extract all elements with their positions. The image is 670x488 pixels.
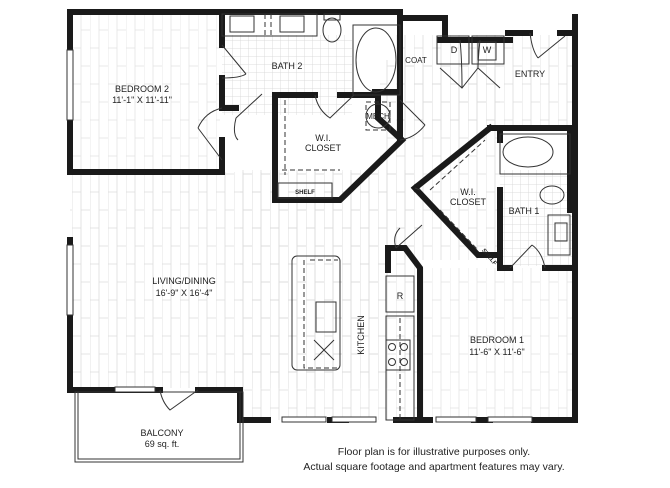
fixtures	[221, 13, 571, 421]
sink-icon	[229, 15, 255, 33]
water-heater-icon	[365, 103, 391, 129]
bedroom2-size: 11'-1" X 11'-11"	[112, 95, 172, 105]
refrigerator-label: R	[397, 291, 404, 301]
balcony	[74, 391, 244, 463]
wi-closet-2-label-1: W.I.	[315, 133, 331, 143]
mech-label: MECH	[366, 112, 390, 121]
balcony-label: BALCONY	[140, 428, 183, 438]
kitchen-label: KITCHEN	[356, 315, 366, 355]
bath2-label: BATH 2	[272, 61, 303, 71]
entry-label: ENTRY	[515, 69, 545, 79]
balcony-size: 69 sq. ft.	[145, 439, 180, 449]
disclaimer-line-1: Floor plan is for illustrative purposes …	[338, 446, 530, 458]
bathtub-icon	[355, 27, 397, 93]
sink-icon	[315, 301, 337, 333]
doors	[159, 32, 566, 411]
living-size: 16'-9" X 16'-4"	[156, 288, 213, 298]
stove-icon	[385, 339, 411, 371]
wi-closet-2-label-2: CLOSET	[305, 143, 342, 153]
disclaimer: Floor plan is for illustrative purposes …	[303, 446, 564, 473]
bath1-label: BATH 1	[509, 206, 540, 216]
dryer-label: D	[451, 45, 458, 55]
living-label: LIVING/DINING	[152, 276, 216, 286]
sink-icon	[554, 222, 568, 242]
washer-label: W	[483, 45, 492, 55]
coat-label: COAT	[405, 56, 427, 65]
toilet-icon	[322, 17, 342, 43]
bedroom2-label: BEDROOM 2	[115, 84, 169, 94]
washer	[471, 35, 505, 65]
disclaimer-line-2: Actual square footage and apartment feat…	[303, 461, 564, 473]
refrigerator	[385, 275, 415, 313]
toilet-icon	[539, 185, 565, 205]
wi-closet-1-label-1: W.I.	[460, 187, 476, 197]
bedroom1-label: BEDROOM 1	[470, 335, 524, 345]
bathtub-icon	[502, 136, 554, 168]
shelf-2-label: SHELF	[295, 190, 315, 196]
dryer	[436, 35, 470, 65]
kitchen-island	[291, 255, 341, 371]
windows	[66, 49, 533, 423]
sink-icon	[279, 15, 305, 33]
bedroom1-size: 11'-6" X 11'-6"	[469, 347, 525, 357]
wi-closet-1-label-2: CLOSET	[450, 197, 487, 207]
